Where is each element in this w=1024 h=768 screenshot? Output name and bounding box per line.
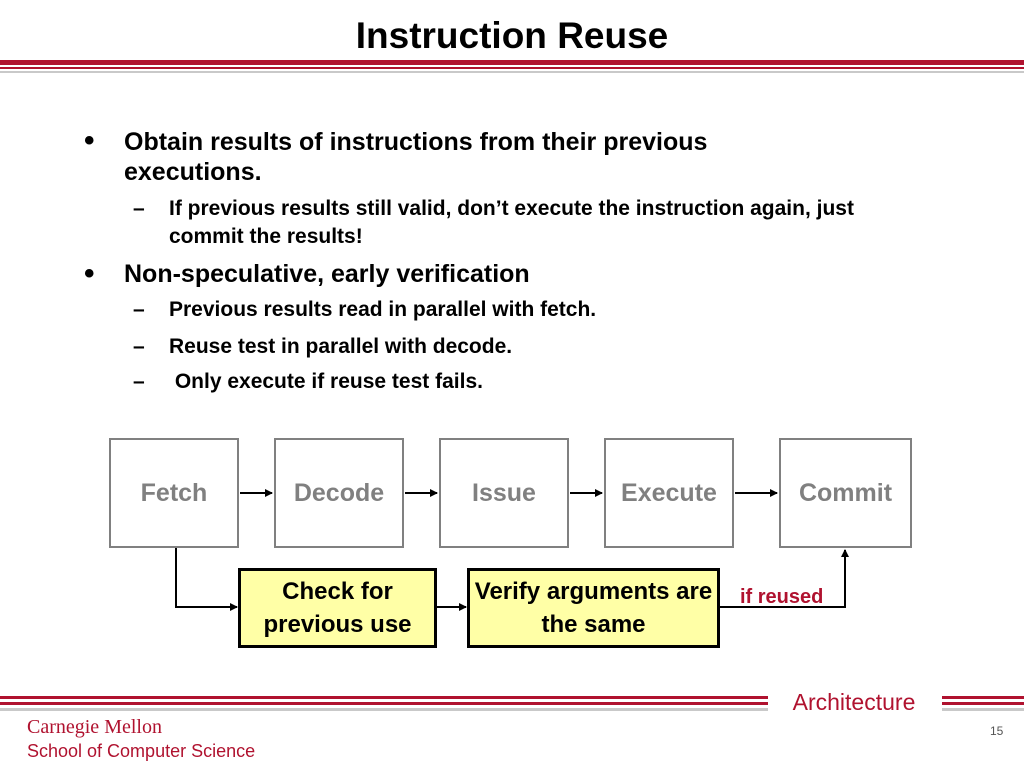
footer-rule-right bbox=[942, 708, 1024, 711]
stage-decode: Decode bbox=[274, 438, 404, 548]
bullet-icon: • bbox=[84, 257, 95, 290]
slide-title: Instruction Reuse bbox=[355, 15, 669, 56]
check-previous-use-box: Check for previous use bbox=[238, 568, 437, 648]
footer-rule-left bbox=[0, 708, 768, 711]
dash-icon: – bbox=[133, 335, 145, 358]
dash-icon: – bbox=[133, 197, 145, 220]
bullet-2-sub-2: Reuse test in parallel with decode. bbox=[169, 335, 513, 358]
stage-execute: Execute bbox=[604, 438, 734, 548]
bullet-2-sub-1: Previous results read in parallel with f… bbox=[169, 298, 597, 321]
org-school: School of Computer Science bbox=[27, 741, 256, 761]
bullet-1: Obtain results of instructions from thei… bbox=[124, 128, 708, 186]
bullet-icon: • bbox=[84, 124, 95, 157]
verify-arguments-box: Verify arguments are the same bbox=[467, 568, 720, 648]
if-reused-label: if reused bbox=[740, 586, 824, 608]
footer-rule-left bbox=[0, 696, 768, 699]
title-rule-middle bbox=[0, 67, 1024, 69]
org-name: Carnegie Mellon bbox=[27, 716, 162, 738]
title-rule-bottom bbox=[0, 71, 1024, 73]
bullet-2-sub-3: Only execute if reuse test fails. bbox=[169, 370, 483, 393]
dash-icon: – bbox=[133, 298, 145, 321]
page-number: 15 bbox=[990, 724, 1004, 738]
dash-icon: – bbox=[133, 370, 145, 393]
footer-rule-left bbox=[0, 702, 768, 705]
bullet-2: Non-speculative, early verification bbox=[124, 260, 530, 288]
stage-commit: Commit bbox=[779, 438, 912, 548]
footer-rule-right bbox=[942, 702, 1024, 705]
title-rule-top bbox=[0, 60, 1024, 65]
stage-fetch: Fetch bbox=[109, 438, 239, 548]
arrow-fetch-check bbox=[175, 548, 238, 611]
footer-rule-right bbox=[942, 696, 1024, 699]
bullet-1-sub-1: If previous results still valid, don’t e… bbox=[169, 197, 854, 248]
section-label: Architecture bbox=[792, 689, 916, 715]
stage-issue: Issue bbox=[439, 438, 569, 548]
